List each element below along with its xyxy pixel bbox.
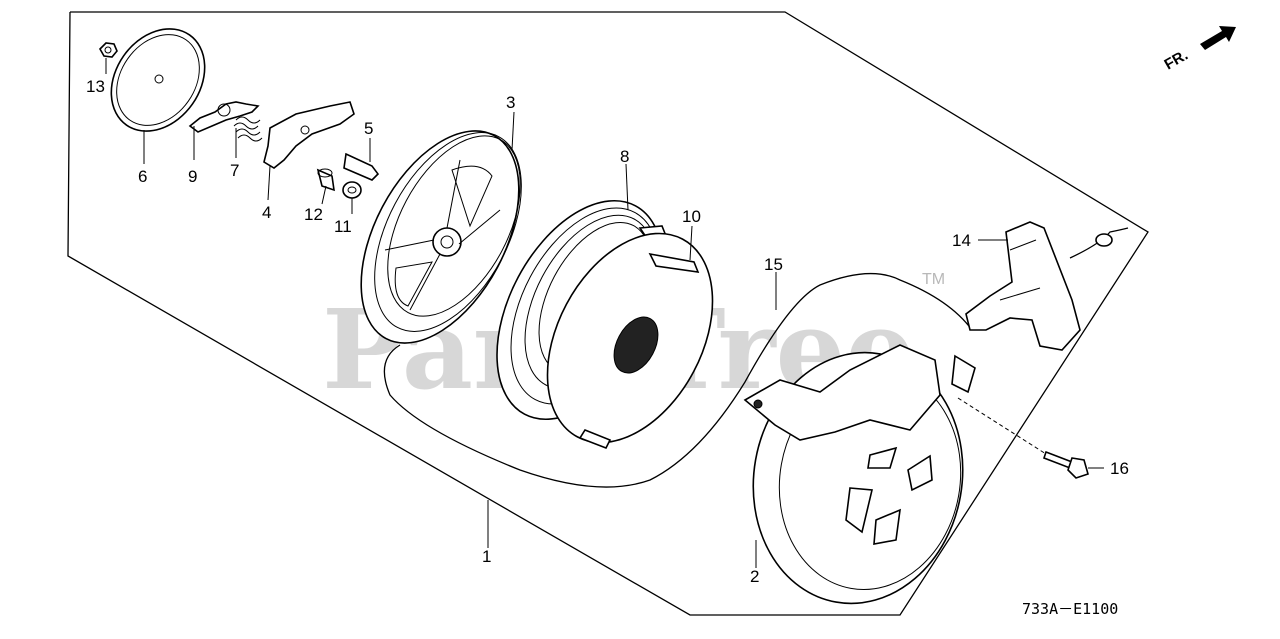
callout-8: 8 — [620, 147, 629, 166]
callout-5: 5 — [364, 119, 373, 138]
callout-9: 9 — [188, 167, 197, 186]
part-11-washer — [342, 181, 362, 199]
callout-15: 15 — [764, 255, 783, 274]
part-9-spring-clip — [188, 101, 260, 133]
trademark-mark: TM — [922, 271, 945, 288]
arrow-right-icon — [1200, 26, 1236, 50]
callout-7: 7 — [230, 161, 239, 180]
part-12-pin — [316, 168, 335, 192]
part-5-pin — [343, 152, 380, 181]
callout-12: 12 — [304, 205, 323, 224]
drawing-code: 733A－E1100 — [1022, 600, 1118, 618]
part-4-ratchet-pawl — [263, 101, 355, 169]
part-13-nut — [99, 42, 118, 58]
callout-16: 16 — [1110, 459, 1129, 478]
callout-13: 13 — [86, 77, 105, 96]
callout-1: 1 — [482, 547, 491, 566]
part-7-coil-spring — [233, 116, 263, 142]
part-14-starter-grip — [965, 221, 1113, 351]
part-3-pulley — [360, 130, 522, 344]
direction-label: FR. — [1162, 47, 1191, 74]
leader-lines — [105, 58, 1104, 568]
part-6-plate — [110, 28, 206, 132]
part-2-starter-case — [743, 344, 976, 605]
part-15-rope-tail — [1069, 227, 1129, 259]
callout-6: 6 — [138, 167, 147, 186]
part-16-bolt — [1042, 450, 1089, 479]
front-direction-indicator: FR. — [1162, 26, 1236, 74]
assembly-boundary — [67, 11, 1149, 616]
callout-3: 3 — [506, 93, 515, 112]
alignment-dashed-line — [957, 397, 1047, 455]
part-15-starter-rope — [383, 272, 973, 488]
callout-11: 11 — [334, 217, 352, 236]
part-10-spring-case — [546, 232, 714, 450]
callout-2: 2 — [750, 567, 759, 586]
callout-4: 4 — [262, 203, 271, 222]
callout-10: 10 — [682, 207, 701, 226]
callout-labels: 13 6 9 7 4 5 12 11 3 8 10 15 14 1 2 16 — [86, 77, 1129, 586]
callout-14: 14 — [952, 231, 971, 250]
